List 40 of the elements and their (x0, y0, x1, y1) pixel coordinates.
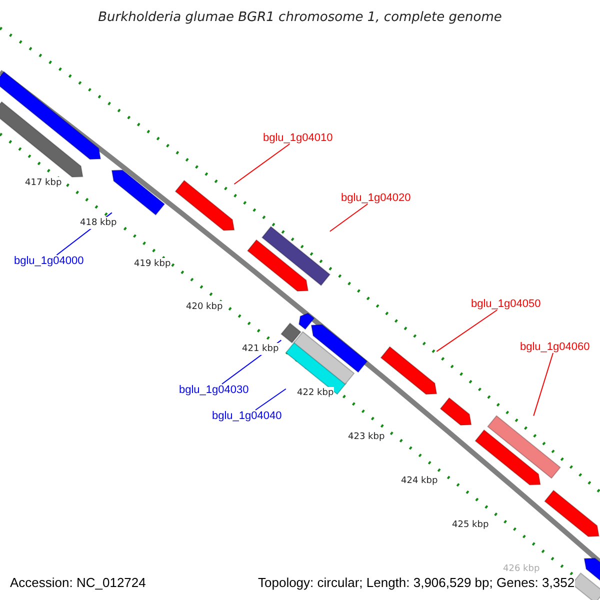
gene-feature (174, 180, 235, 231)
tick-label: 419 kbp (134, 258, 171, 270)
leader-line (255, 388, 286, 410)
gene-feature (0, 71, 102, 160)
gene-feature (111, 170, 166, 216)
gene-label: bglu_1g04000 (14, 255, 84, 267)
gene-label: bglu_1g04030 (179, 384, 249, 396)
gene-feature (310, 324, 368, 373)
tick-label: 417 kbp (25, 177, 62, 189)
gene-feature (261, 226, 331, 286)
tick-label: 424 kbp (401, 475, 438, 487)
leader-line (533, 352, 554, 416)
tick-label: 418 kbp (80, 217, 117, 229)
gene-label: bglu_1g04020 (341, 192, 411, 204)
tick-label: 421 kbp (242, 343, 279, 355)
gene-feature (440, 397, 472, 426)
gene-feature (544, 490, 600, 537)
tick-label: 423 kbp (348, 431, 385, 443)
tick-label: 422 kbp (297, 387, 334, 399)
leader-line (329, 204, 368, 232)
gene-feature (246, 239, 309, 292)
info-text: Accession: NC_012724 (10, 575, 146, 591)
leader-line (436, 310, 498, 352)
tick-label: 425 kbp (452, 519, 489, 531)
leader-line (234, 144, 290, 185)
gene-feature (298, 312, 315, 330)
gene-feature (380, 346, 438, 395)
gene-feature (474, 429, 541, 486)
gene-feature (280, 322, 302, 344)
gene-label: bglu_1g04050 (471, 298, 541, 310)
gene-feature (293, 331, 355, 385)
gene-label: bglu_1g04060 (520, 341, 590, 353)
tick-label: 426 kbp (503, 563, 540, 575)
gene-label: bglu_1g04010 (263, 132, 333, 144)
gene-label: bglu_1g04040 (212, 410, 282, 422)
title: Burkholderia glumae BGR1 chromosome 1, complete genome (97, 10, 503, 26)
info-text: Topology: circular; Length: 3,906,529 bp; Genes: 3,352 (258, 575, 575, 591)
tick-label: 420 kbp (186, 301, 223, 313)
gene-feature (487, 415, 561, 479)
gene-feature (0, 101, 84, 178)
